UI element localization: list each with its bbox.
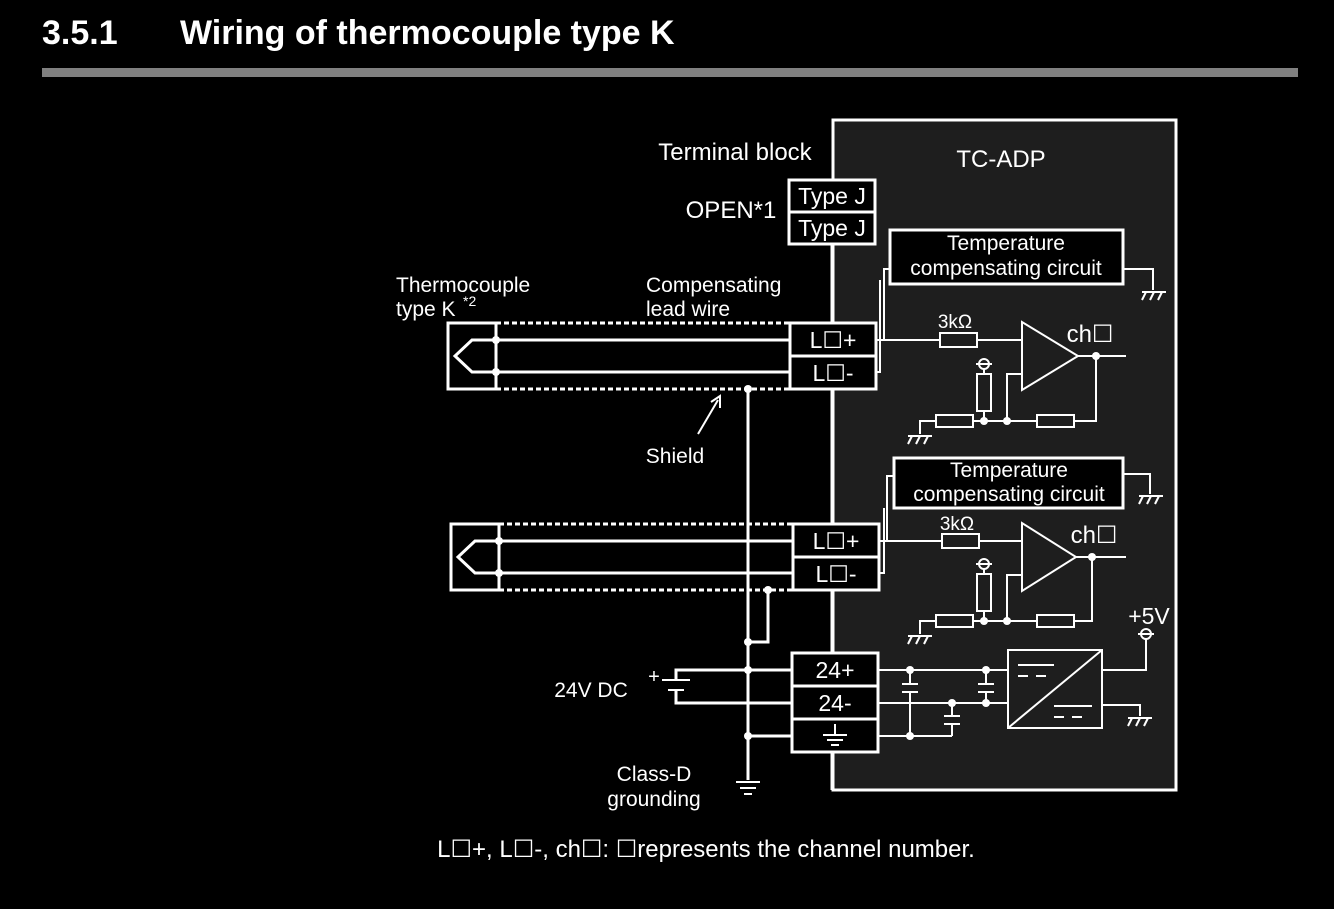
ground-icon [1127,717,1152,727]
footnote: L☐+, L☐-, ch☐: ☐represents the channel n… [437,836,975,863]
power-plus-label: 24+ [815,657,854,683]
thermocouple-ch1 [446,321,790,391]
type-j-2-label: Type J [798,215,866,241]
terminal-type-j-2 [787,210,877,246]
supply-label: 24V DC [554,679,628,702]
ground-label-2: grounding [607,788,700,811]
ch2-minus-label: L☐- [815,561,856,587]
comp-wire-label-1: Compensating [646,274,781,297]
ch1-plus-label: L☐+ [810,327,857,353]
thermocouple-label-1: Thermocouple [396,274,530,297]
section-number: 3.5.1 [42,14,118,52]
battery-icon [662,679,690,691]
temp-comp-ch1-line1: Temperature [947,232,1065,255]
ground-icon [907,635,932,645]
ch1-minus-label: L☐- [812,360,853,386]
terminal-24-minus [790,684,880,721]
frame-ground-icon [823,724,847,746]
resistor-ch1-label: 3kΩ [938,312,972,333]
ground-icon [1141,291,1166,301]
shield-label: Shield [646,445,704,468]
temp-comp-ch2-line1: Temperature [950,459,1068,482]
class-d-ground-icon [736,781,760,795]
terminal-block-label: Terminal block [658,139,812,166]
ch1-output-label: ch☐ [1067,321,1114,348]
ground-icon [1138,495,1163,505]
terminal-type-j-1 [787,178,877,214]
ch2-output-label: ch☐ [1071,522,1118,549]
terminal-ch1-minus [788,354,878,391]
temp-comp-circuit-ch2 [892,456,1125,510]
thermocouple-label-2: type K [396,298,456,321]
amplifier-ch1 [1021,320,1080,392]
page-title: Wiring of thermocouple type K [180,14,675,52]
resistor-ch2-label: 3kΩ [940,514,974,535]
open-label: OPEN*1 [686,197,777,224]
thermocouple-ch2 [449,522,793,592]
title-divider [42,68,1298,77]
power-minus-label: 24- [818,690,851,716]
dc-dc-converter [1007,649,1103,729]
ground-icon [907,435,932,445]
temp-comp-ch1-line2: compensating circuit [910,257,1102,280]
temp-comp-circuit-ch1 [888,228,1125,286]
tc-adp-module [831,118,1178,792]
type-j-1-label: Type J [798,183,866,209]
amplifier-ch2 [1021,521,1078,593]
thermocouple-superscript: *2 [463,293,476,309]
comp-wire-label-2: lead wire [646,298,730,321]
ch2-plus-label: L☐+ [813,528,860,554]
vcc-label: +5V [1128,603,1170,629]
supply-plus-sign: + [648,666,660,688]
module-label: TC-ADP [956,146,1045,173]
temp-comp-ch2-line2: compensating circuit [913,483,1105,506]
ground-label-1: Class-D [617,763,692,786]
